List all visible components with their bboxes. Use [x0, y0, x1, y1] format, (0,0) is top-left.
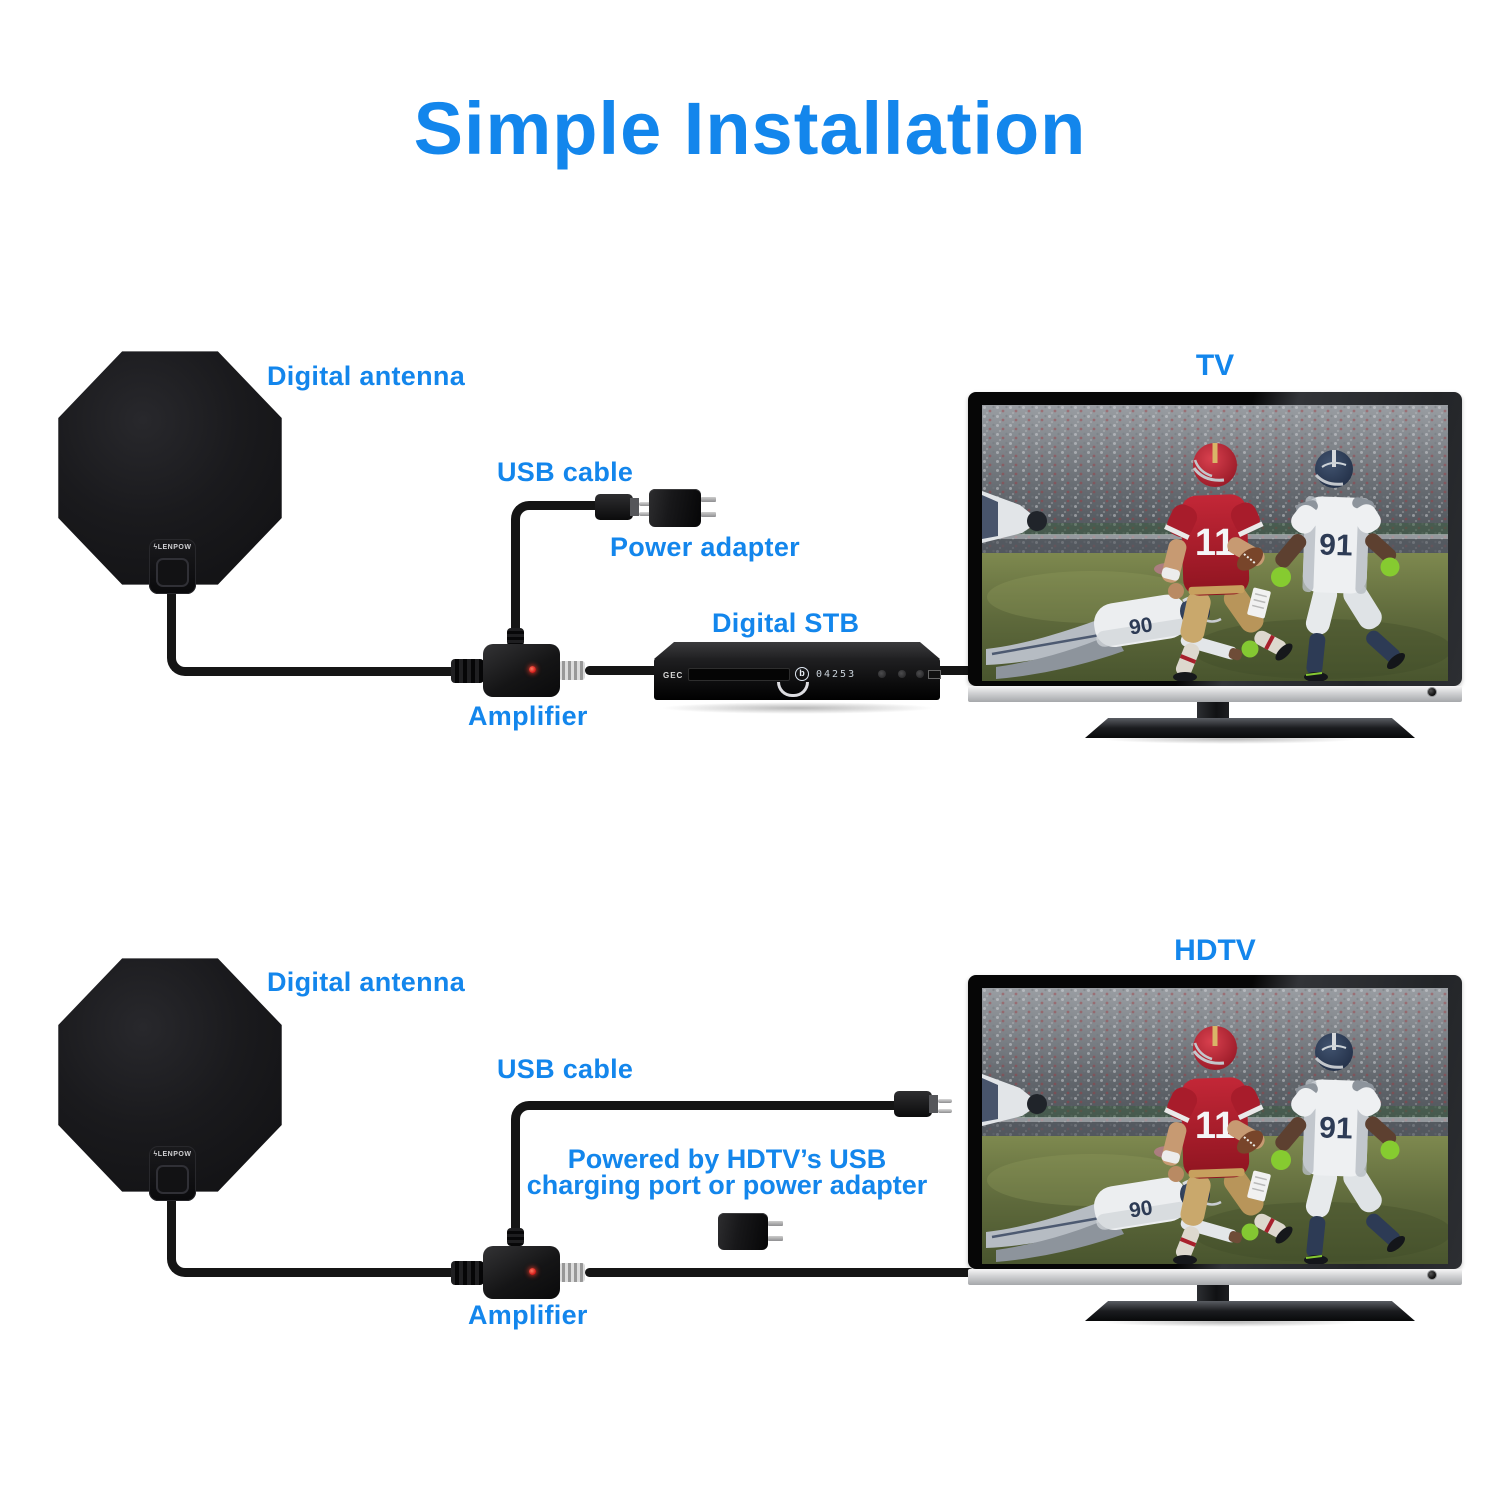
power-adapter-prong	[768, 1236, 783, 1241]
usb-cable-label-bottom: USB cable	[497, 1054, 634, 1084]
hdtv-label: HDTV	[1174, 934, 1256, 967]
lenpow-logo-icon: ϟ	[153, 1151, 158, 1158]
usb-cable-strain-relief	[507, 628, 524, 646]
stb-top-face	[654, 642, 940, 659]
usb-plug-pin	[938, 1109, 952, 1113]
power-note-line1: Powered by HDTV’s USB	[567, 1144, 887, 1174]
usb-plug-collar-bottom	[929, 1095, 938, 1113]
lenpow-logo-icon: ϟ	[153, 544, 158, 551]
power-adapter-bottom	[718, 1213, 768, 1250]
coax-cable-to-hdtv	[585, 1268, 974, 1277]
tv-stand-base-top	[1085, 718, 1415, 738]
stb-button	[916, 670, 924, 678]
amplifier-input-plug-top	[451, 659, 484, 683]
usb-plug-pin	[938, 1099, 952, 1103]
tv-stand-neck-bottom	[1197, 1285, 1229, 1303]
antenna-coax-cable-bottom	[167, 1199, 459, 1277]
usb-cable-bottom	[511, 1101, 895, 1246]
power-adapter-label: Power adapter	[610, 532, 800, 562]
usb-plug-bottom	[894, 1091, 932, 1117]
tv-stand-shadow-top	[1100, 734, 1360, 744]
amplifier-label-top: Amplifier	[468, 701, 588, 731]
amplifier-bottom	[483, 1246, 560, 1299]
antenna-label-bottom: Digital antenna	[267, 967, 466, 997]
tv-bottom-strip-top	[968, 686, 1462, 702]
usb-plug-top	[595, 494, 633, 520]
football-broadcast-image	[982, 405, 1448, 681]
tv-stand-neck-top	[1197, 702, 1229, 720]
amplifier-coax-connector-bottom	[559, 1263, 585, 1282]
lenpow-logo-text: LENPOW	[157, 1151, 192, 1158]
usb-plug-collar-top	[630, 498, 639, 516]
amplifier-led	[529, 1268, 536, 1275]
stb-shadow	[660, 702, 935, 714]
stb-label: Digital STB	[712, 608, 860, 638]
tv-screen-top	[982, 405, 1448, 681]
power-adapter-top	[649, 489, 701, 527]
tv-power-indicator	[1428, 1271, 1436, 1279]
usb-cable-strain-relief-bottom	[507, 1228, 524, 1246]
amplifier-coax-connector-top	[559, 661, 585, 680]
antenna-connector-port	[156, 558, 189, 587]
stb-usb-port	[928, 670, 941, 679]
stb-button	[898, 670, 906, 678]
amplifier-top	[483, 644, 560, 697]
power-adapter-prong	[701, 497, 716, 502]
power-note: Powered by HDTV’s USB charging port or p…	[477, 1144, 977, 1200]
usb-cable-label-top: USB cable	[497, 457, 634, 487]
tv-screen-bottom	[982, 988, 1448, 1264]
tv-power-indicator	[1428, 688, 1436, 696]
lenpow-logo-text: LENPOW	[157, 544, 192, 551]
bluray-logo-icon: b	[795, 667, 809, 681]
antenna-coax-cable-top	[167, 592, 459, 676]
amplifier-input-plug-bottom	[451, 1261, 484, 1285]
tv-stand-shadow-bottom	[1100, 1317, 1360, 1327]
power-adapter-prong	[768, 1221, 783, 1226]
antenna-connector-port-bottom	[156, 1165, 189, 1194]
amplifier-led	[529, 666, 536, 673]
tv-label: TV	[1195, 349, 1235, 382]
tv-bottom-strip-bottom	[968, 1269, 1462, 1285]
tv-stand-base-bottom	[1085, 1301, 1415, 1321]
football-broadcast-image	[982, 988, 1448, 1264]
usb-plug-pin	[639, 502, 652, 506]
page-title: Simple Installation	[413, 87, 1087, 170]
power-note-line2: charging port or power adapter	[526, 1170, 928, 1200]
power-adapter-prong	[701, 512, 716, 517]
stb-disc-tray	[688, 668, 790, 681]
amplifier-label-bottom: Amplifier	[468, 1300, 588, 1330]
antenna-brand-logo-bottom: ϟLENPOW	[149, 1151, 196, 1158]
usb-cable-top	[511, 501, 599, 648]
stb-brand-text: GEC	[663, 671, 684, 680]
antenna-brand-logo: ϟLENPOW	[149, 544, 196, 551]
stb-button	[878, 670, 886, 678]
stb-display-readout: 04253	[816, 669, 857, 680]
usb-plug-pin	[639, 512, 652, 516]
antenna-label-top: Digital antenna	[267, 361, 466, 391]
